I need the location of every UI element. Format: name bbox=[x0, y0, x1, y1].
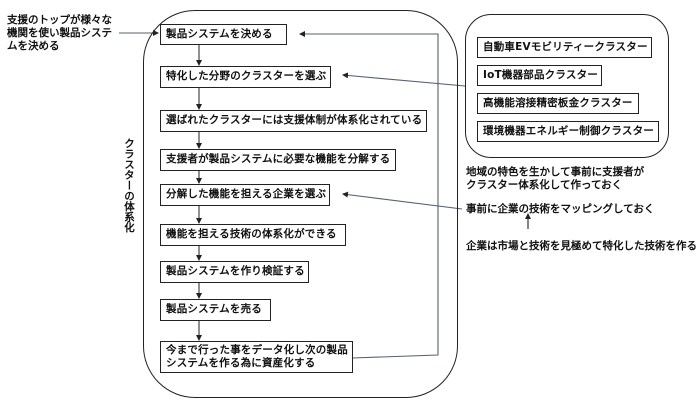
flow-step-1: 製品システムを決める bbox=[160, 24, 287, 45]
cluster-item-iot-parts: IoT機器部品クラスター bbox=[477, 65, 602, 86]
cluster-systematization-label: クラスターの体系化 bbox=[123, 138, 135, 233]
cluster-container bbox=[465, 14, 669, 158]
intro-note-line: 機関を使い製品システ bbox=[7, 27, 112, 39]
flow-step-text: 特化した分野のクラスターを選ぶ bbox=[166, 70, 327, 82]
cluster-item-precision-sheet-metal: 高機能溶接精密板金クラスター bbox=[477, 93, 639, 114]
flow-step-3: 選ばれたクラスターには支援体制が体系化されている bbox=[160, 110, 427, 132]
cluster-item-text: IoT機器部品クラスター bbox=[483, 69, 598, 81]
flow-step-text: 製品システムを作り検証する bbox=[166, 265, 305, 277]
arrow-mapping-to-step5 bbox=[342, 191, 463, 210]
flow-step-text: 分解した機能を担える企業を選ぶ bbox=[166, 188, 327, 200]
cluster-item-text: 環境機器エネルギー制御クラスター bbox=[483, 125, 654, 137]
flow-step-8: 製品システムを売る bbox=[160, 299, 271, 321]
arrow-clusters-to-step2 bbox=[342, 72, 466, 87]
flow-step-text: 支援者が製品システムに必要な機能を分解する bbox=[166, 153, 391, 165]
cluster-note-line: 地域の特色を生かして事前に支援者が bbox=[466, 166, 645, 178]
cluster-item-ev-mobility: 自動車EVモビリティークラスター bbox=[477, 37, 652, 58]
cluster-note: 地域の特色を生かして事前に支援者が クラスター体系化して作っておく bbox=[466, 166, 644, 192]
flow-step-6: 機能を担える技術の体系化ができる bbox=[160, 224, 346, 246]
company-note: 企業は市場と技術を見極めて特化した技術を作る bbox=[466, 240, 697, 252]
flow-step-text: システムを作る為に資産化する bbox=[166, 357, 316, 369]
intro-note-line: ムを決める bbox=[7, 40, 60, 52]
flow-step-5: 分解した機能を担える企業を選ぶ bbox=[160, 184, 330, 206]
flow-step-9: 今まで行った事をデータ化し次の製品 システムを作る為に資産化する bbox=[160, 341, 353, 373]
flow-step-text: 製品システムを決める bbox=[166, 28, 273, 40]
flow-step-text: 今まで行った事をデータ化し次の製品 bbox=[166, 344, 348, 356]
cluster-note-line: クラスター体系化して作っておく bbox=[466, 179, 623, 191]
mapping-note: 事前に企業の技術をマッピングしておく bbox=[466, 203, 655, 215]
cluster-item-text: 自動車EVモビリティークラスター bbox=[483, 41, 648, 53]
flow-step-4: 支援者が製品システムに必要な機能を分解する bbox=[160, 149, 396, 171]
flow-step-7: 製品システムを作り検証する bbox=[160, 261, 309, 283]
cluster-item-energy-control: 環境機器エネルギー制御クラスター bbox=[477, 121, 659, 142]
flow-step-text: 選ばれたクラスターには支援体制が体系化されている bbox=[166, 114, 423, 126]
flow-container bbox=[143, 10, 458, 398]
flow-step-2: 特化した分野のクラスターを選ぶ bbox=[160, 66, 331, 88]
intro-note: 支援のトップが様々な 機関を使い製品システ ムを決める bbox=[7, 14, 112, 53]
cluster-item-text: 高機能溶接精密板金クラスター bbox=[483, 97, 633, 109]
intro-note-line: 支援のトップが様々な bbox=[7, 14, 112, 26]
return-loop-arrow bbox=[299, 31, 439, 359]
flow-step-text: 機能を担える技術の体系化ができる bbox=[166, 228, 337, 240]
flow-step-text: 製品システムを売る bbox=[166, 303, 262, 315]
